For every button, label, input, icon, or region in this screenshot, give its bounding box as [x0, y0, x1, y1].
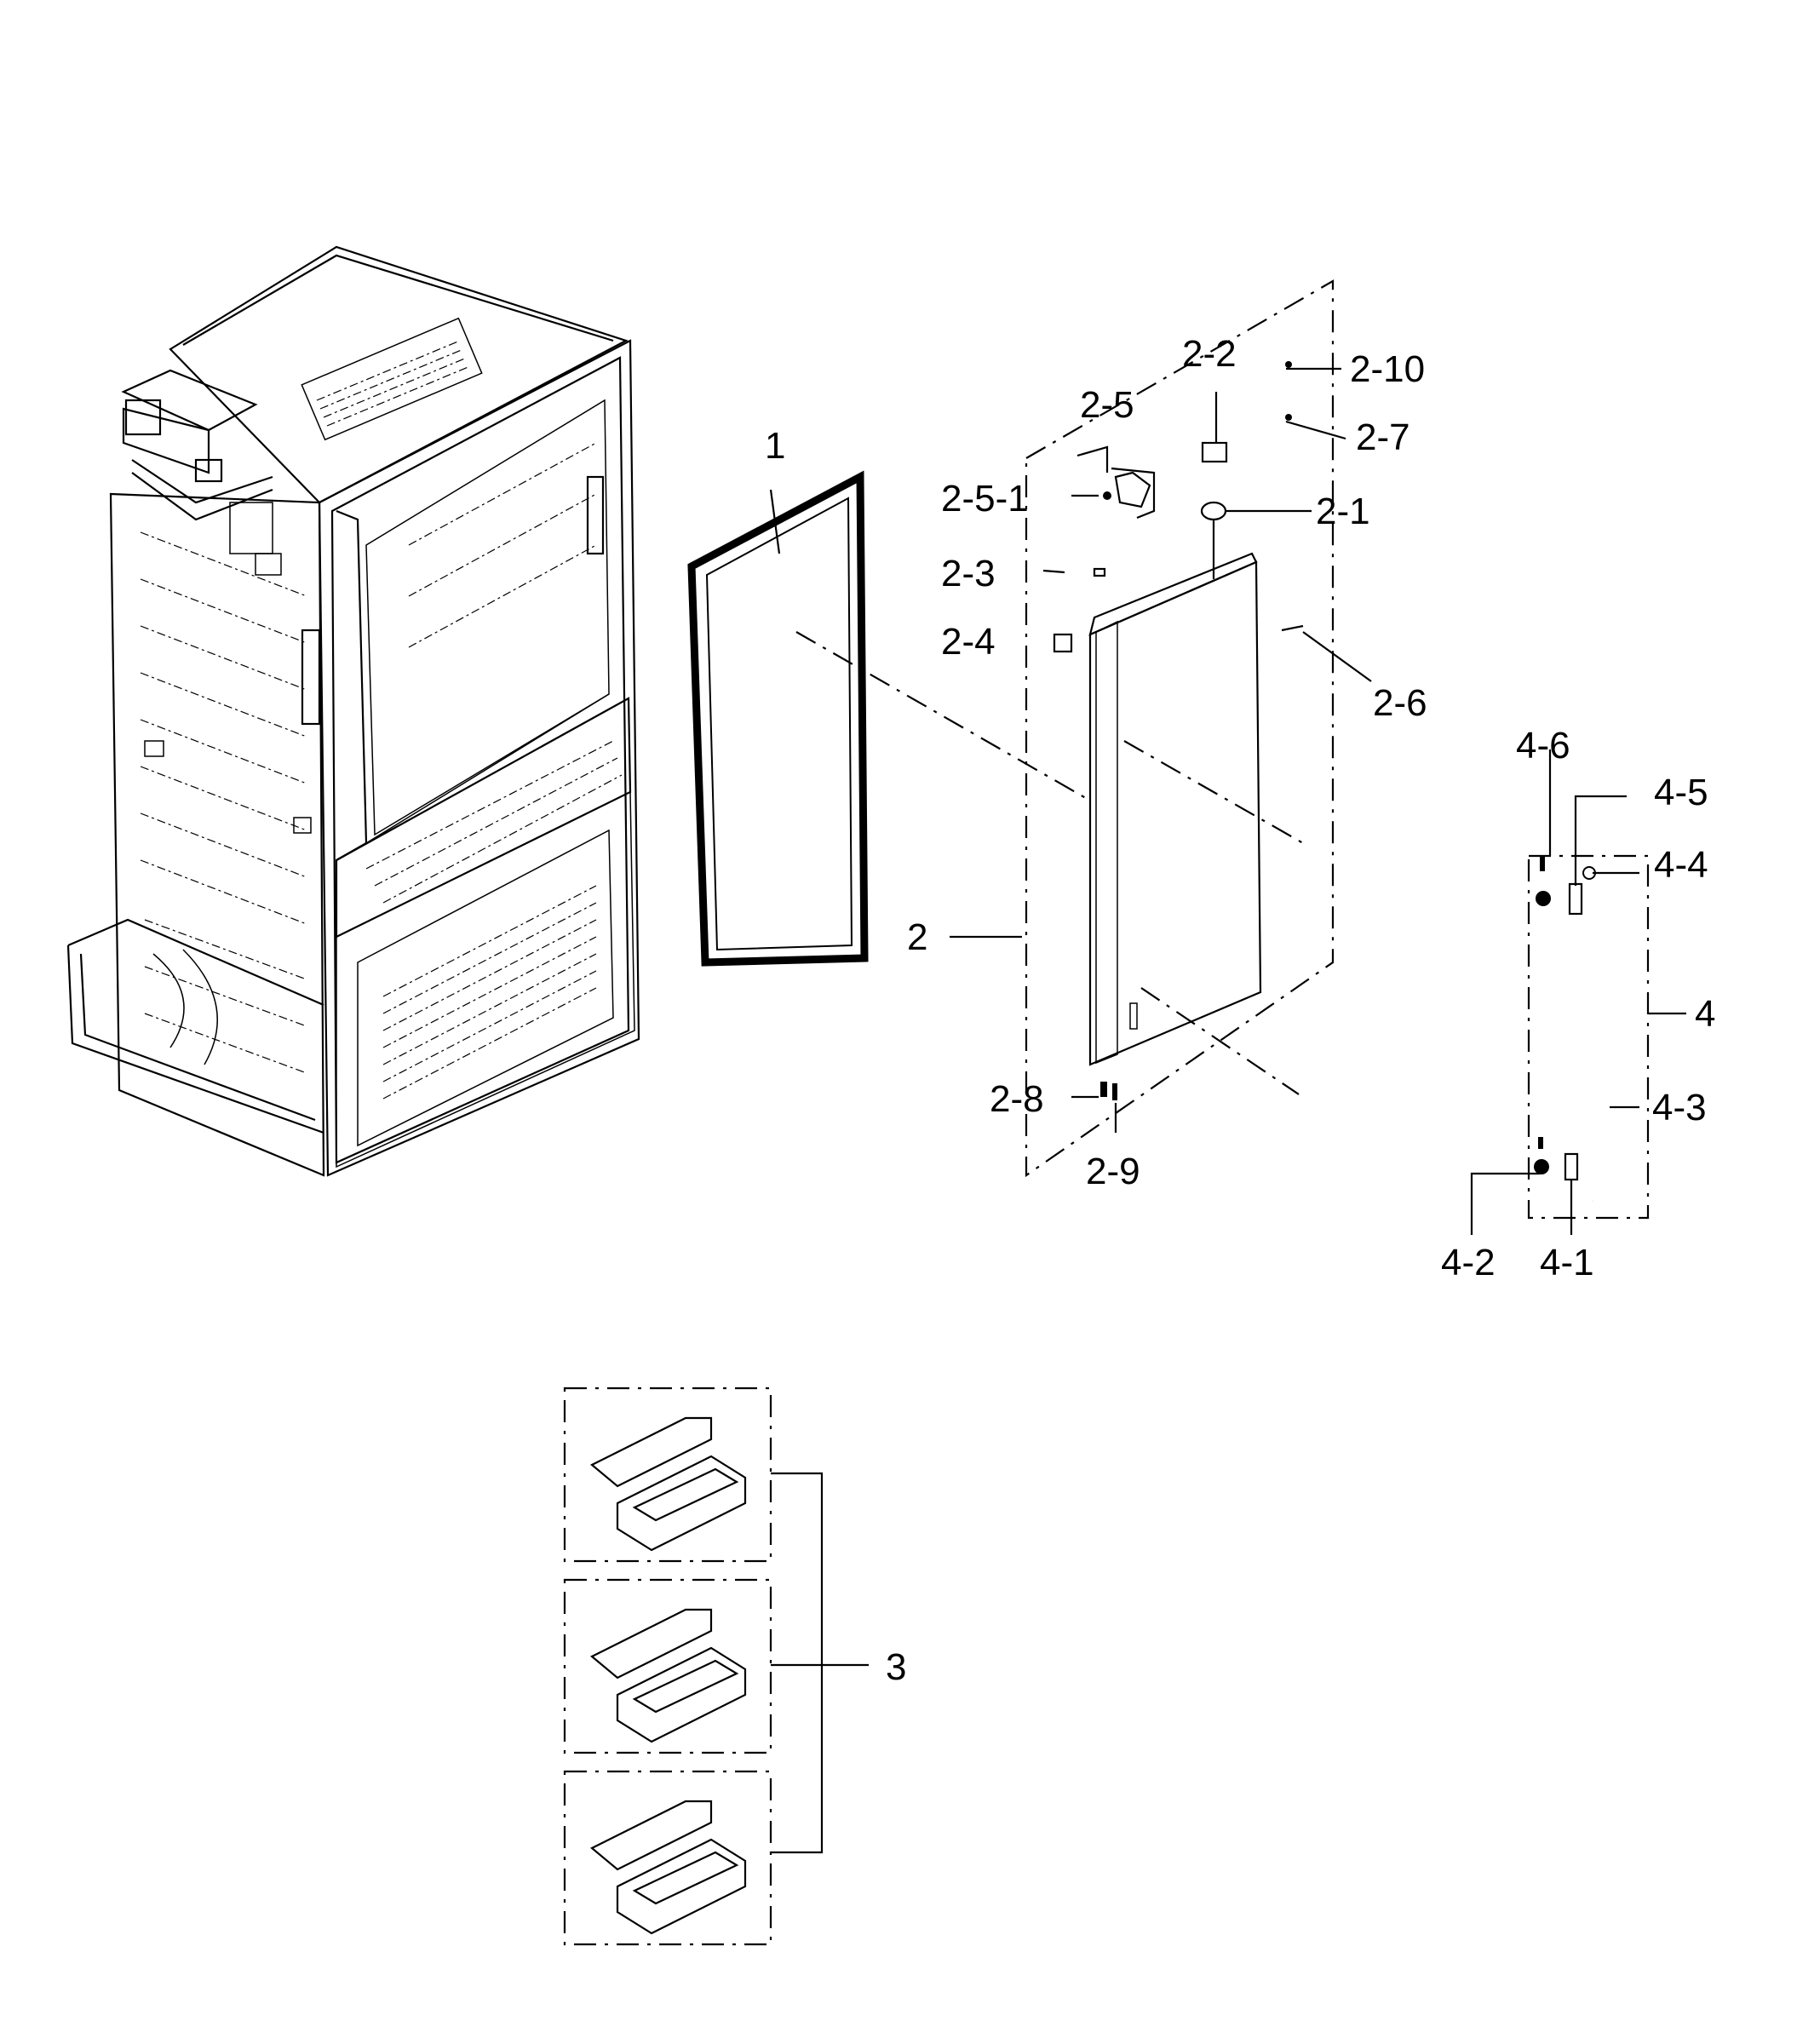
- label-4-1: 4-1: [1540, 1242, 1594, 1283]
- label-4: 4: [1695, 993, 1715, 1035]
- label-4-6: 4-6: [1516, 725, 1570, 766]
- label-4-4: 4-4: [1654, 844, 1708, 886]
- label-2: 2: [907, 916, 927, 958]
- label-2-3: 2-3: [941, 553, 996, 594]
- label-2-6: 2-6: [1373, 682, 1427, 724]
- label-3: 3: [886, 1646, 906, 1688]
- label-4-3: 4-3: [1652, 1087, 1707, 1128]
- label-2-8: 2-8: [990, 1078, 1044, 1120]
- label-2-5-1: 2-5-1: [941, 478, 1029, 520]
- label-2-2: 2-2: [1182, 333, 1237, 375]
- label-4-5: 4-5: [1654, 772, 1708, 813]
- label-2-7: 2-7: [1356, 416, 1410, 458]
- callout-labels: 1 2 2-1 2-2 2-3 2-4 2-5 2-5-1 2-6 2-7 2-…: [765, 333, 1715, 1688]
- label-1: 1: [765, 425, 785, 467]
- handle-assembly: [1470, 749, 1686, 1235]
- label-2-9: 2-9: [1086, 1151, 1140, 1192]
- door-gasket: [687, 470, 1091, 967]
- label-4-2: 4-2: [1441, 1242, 1496, 1283]
- label-2-10: 2-10: [1350, 348, 1425, 390]
- label-2-5: 2-5: [1080, 384, 1134, 426]
- label-2-1: 2-1: [1316, 491, 1370, 532]
- refrigerator-cabinet: [66, 245, 640, 1177]
- door-assembly: [950, 279, 1372, 1178]
- door-bins: [563, 1387, 869, 1946]
- label-2-4: 2-4: [941, 621, 996, 663]
